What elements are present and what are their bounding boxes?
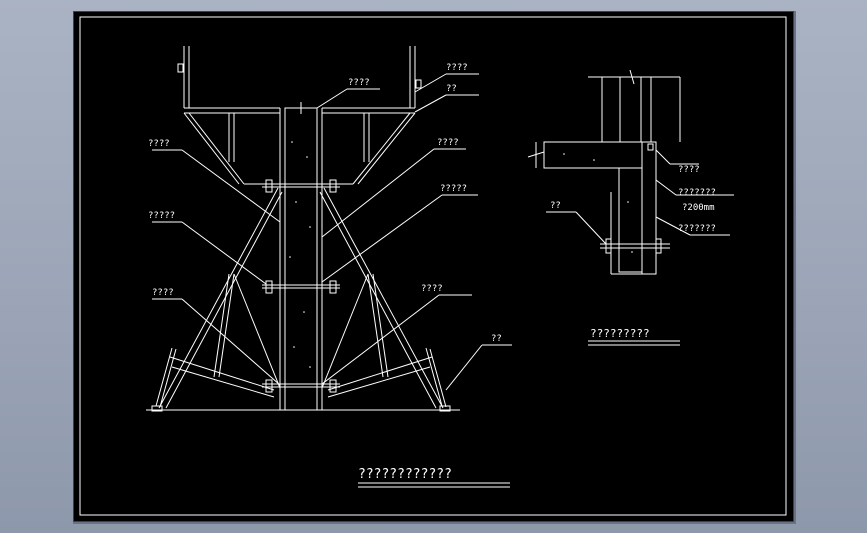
label-detail-1: ????	[678, 165, 700, 175]
label-top-center: ????	[348, 78, 370, 88]
label-detail-3: ???????	[678, 224, 716, 234]
right-brace	[323, 187, 444, 409]
label-right-3: ????	[437, 138, 459, 148]
label-detail-2: ???????	[678, 188, 716, 198]
label-left-3: ????	[152, 288, 174, 298]
label-top-right-2: ??	[446, 84, 457, 94]
concrete-column	[284, 107, 318, 411]
label-detail-4: ??	[550, 201, 561, 211]
label-top-right-1: ????	[446, 63, 468, 73]
label-right-5: ????	[421, 284, 443, 294]
label-right-4: ?????	[440, 184, 467, 194]
left-brace	[158, 187, 279, 409]
main-title: ????????????	[358, 467, 452, 482]
label-left-1: ????	[148, 139, 170, 149]
detail-title: ?????????	[590, 327, 650, 340]
cad-drawing: ???? ???? ?? ???? ???? ????? ????? ???? …	[79, 16, 787, 516]
label-left-2: ?????	[148, 211, 175, 221]
label-detail-dimension: ?200mm	[682, 203, 715, 213]
slab-section	[543, 141, 643, 169]
sheet-border	[79, 16, 787, 516]
label-right-6: ??	[491, 334, 502, 344]
drawing-viewport[interactable]: ???? ???? ?? ???? ???? ????? ????? ???? …	[74, 12, 793, 521]
